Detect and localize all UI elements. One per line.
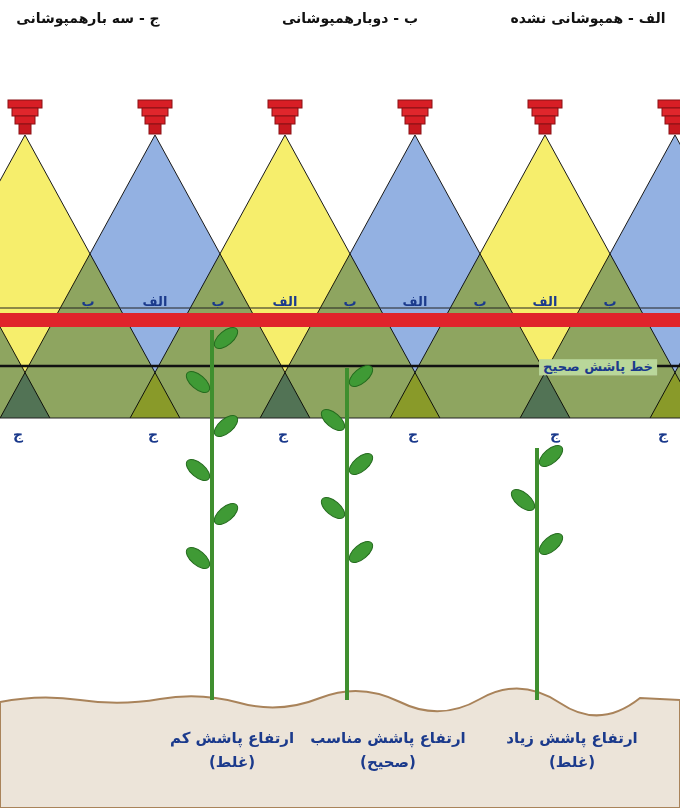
nozzle [409, 124, 421, 134]
soil [0, 688, 680, 808]
diagram-label: ج - سه بارهمپوشانی [16, 10, 159, 27]
plants [183, 324, 566, 700]
plant-leaf [508, 486, 538, 515]
plant-leaf [183, 544, 213, 573]
nozzle [398, 100, 432, 108]
spray-cone [649, 135, 680, 418]
diagram-label: ب [343, 294, 356, 310]
plant-leaf [346, 538, 376, 567]
diagram-label: الف [143, 294, 168, 310]
plant-leaf [183, 456, 213, 485]
nozzle [12, 108, 38, 116]
nozzles [8, 100, 680, 134]
diagram-label: الف - همپوشانی نشده [510, 10, 665, 27]
diagram-label: ب [81, 294, 94, 310]
diagram-label: ارتفاع پاشش مناسب [310, 729, 465, 747]
diagram-label: ج [658, 426, 668, 443]
diagram-label: ب [211, 294, 224, 310]
plant-stem [535, 448, 539, 700]
spray-cones [0, 135, 680, 418]
diagram-label: ب [473, 294, 486, 310]
diagram-label: ج [550, 426, 560, 443]
red-line [0, 313, 680, 327]
diagram-label: ج [148, 426, 158, 443]
plant-leaf [318, 494, 348, 523]
nozzle [279, 124, 291, 134]
diagram-label: ب - دوبارهمپوشانی [282, 10, 418, 27]
nozzle [142, 108, 168, 116]
nozzle [272, 108, 298, 116]
nozzle [275, 116, 295, 124]
plant-leaf [536, 442, 566, 471]
nozzle [539, 124, 551, 134]
plant-leaf [318, 406, 348, 435]
diagram-label: ج [408, 426, 418, 443]
plant-stem [345, 368, 349, 700]
nozzle [662, 108, 680, 116]
plant-leaf [346, 450, 376, 479]
nozzle [665, 116, 680, 124]
plant-leaf [536, 530, 566, 559]
diagram-label: ج [13, 426, 23, 443]
plant-stem [210, 330, 214, 700]
diagram-label: (غلط) [549, 753, 595, 771]
diagram-label: خط پاشش صحیح [539, 359, 657, 375]
diagram-label: الف [273, 294, 298, 310]
diagram-label: الف [533, 294, 558, 310]
nozzle [8, 100, 42, 108]
nozzle [532, 108, 558, 116]
spray-cone [519, 135, 680, 418]
plant-leaf [211, 324, 241, 353]
nozzle [528, 100, 562, 108]
diagram-label: ب [603, 294, 616, 310]
nozzle [149, 124, 161, 134]
plant-leaf [346, 362, 376, 391]
diagram-label: ارتفاع پاشش کم [170, 729, 294, 747]
band-line [0, 308, 680, 309]
diagram-label: الف [403, 294, 428, 310]
nozzle [402, 108, 428, 116]
plant-leaf [211, 500, 241, 529]
nozzle [268, 100, 302, 108]
nozzle [145, 116, 165, 124]
nozzle [138, 100, 172, 108]
diagram-label: ارتفاع پاشش زیاد [506, 729, 637, 747]
plant-leaf [183, 368, 213, 397]
diagram-label: ج [278, 426, 288, 443]
nozzle [15, 116, 35, 124]
nozzle [658, 100, 680, 108]
nozzle [19, 124, 31, 134]
plant-leaf [211, 412, 241, 441]
nozzle [535, 116, 555, 124]
nozzle [669, 124, 680, 134]
nozzle [405, 116, 425, 124]
diagram-label: (غلط) [209, 753, 255, 771]
diagram-label: (صحیح) [360, 753, 416, 771]
